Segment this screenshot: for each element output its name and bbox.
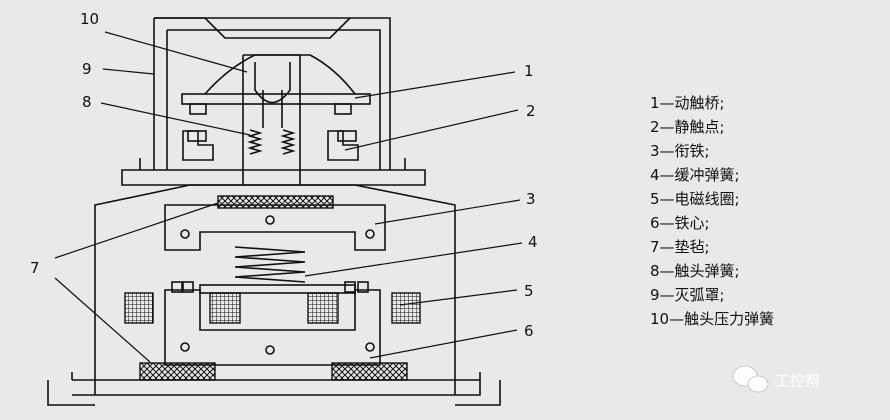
legend-item: 7—垫毡; xyxy=(650,238,710,256)
callout-6: 6 xyxy=(524,322,534,340)
callout-4: 4 xyxy=(528,233,538,251)
watermark: 工控帮 xyxy=(732,365,820,393)
contact-spring-left xyxy=(247,129,263,155)
buffer-spring xyxy=(234,246,306,283)
wechat-icon xyxy=(732,365,769,393)
contact-spring-right xyxy=(280,129,296,155)
coil-winding xyxy=(124,292,154,324)
legend-item: 3—衔铁; xyxy=(650,142,710,160)
static-contact-right xyxy=(327,130,359,161)
callout-2: 2 xyxy=(526,102,536,120)
callout-5: 5 xyxy=(524,282,534,300)
legend-item: 6—铁心; xyxy=(650,214,710,232)
housing xyxy=(94,184,456,395)
arc-chute-top xyxy=(154,17,351,39)
callout-10: 10 xyxy=(80,10,99,28)
felt-pad-bottom-right xyxy=(331,362,408,381)
legend-item: 8—触头弹簧; xyxy=(650,262,740,280)
contact-pressure-spring xyxy=(204,54,356,95)
legend: 1—动触桥; 2—静触点; 3—衔铁; 4—缓冲弹簧; 5—电磁线圈; 6—铁心… xyxy=(650,94,774,328)
coil-winding xyxy=(391,292,421,324)
callout-7: 7 xyxy=(30,259,40,277)
coil-winding xyxy=(307,292,339,324)
callout-9: 9 xyxy=(82,60,92,78)
armature xyxy=(164,204,386,251)
legend-item: 2—静触点; xyxy=(650,118,725,136)
callout-1: 1 xyxy=(524,62,534,80)
legend-item: 10—触头压力弹簧 xyxy=(650,310,774,328)
moving-contact-bridge xyxy=(181,93,371,105)
felt-pad-top xyxy=(217,195,334,209)
arc-chute xyxy=(153,17,391,170)
callout-3: 3 xyxy=(526,190,536,208)
legend-item: 4—缓冲弹簧; xyxy=(650,166,740,184)
top-plate xyxy=(121,169,426,186)
legend-item: 9—灭弧罩; xyxy=(650,286,725,304)
legend-item: 5—电磁线圈; xyxy=(650,190,740,208)
legend-item: 1—动触桥; xyxy=(650,94,725,112)
plunger xyxy=(242,54,301,185)
felt-pad-bottom-left xyxy=(139,362,216,381)
coil-winding xyxy=(209,292,241,324)
callout-8: 8 xyxy=(82,93,92,111)
watermark-text: 工控帮 xyxy=(775,372,820,390)
